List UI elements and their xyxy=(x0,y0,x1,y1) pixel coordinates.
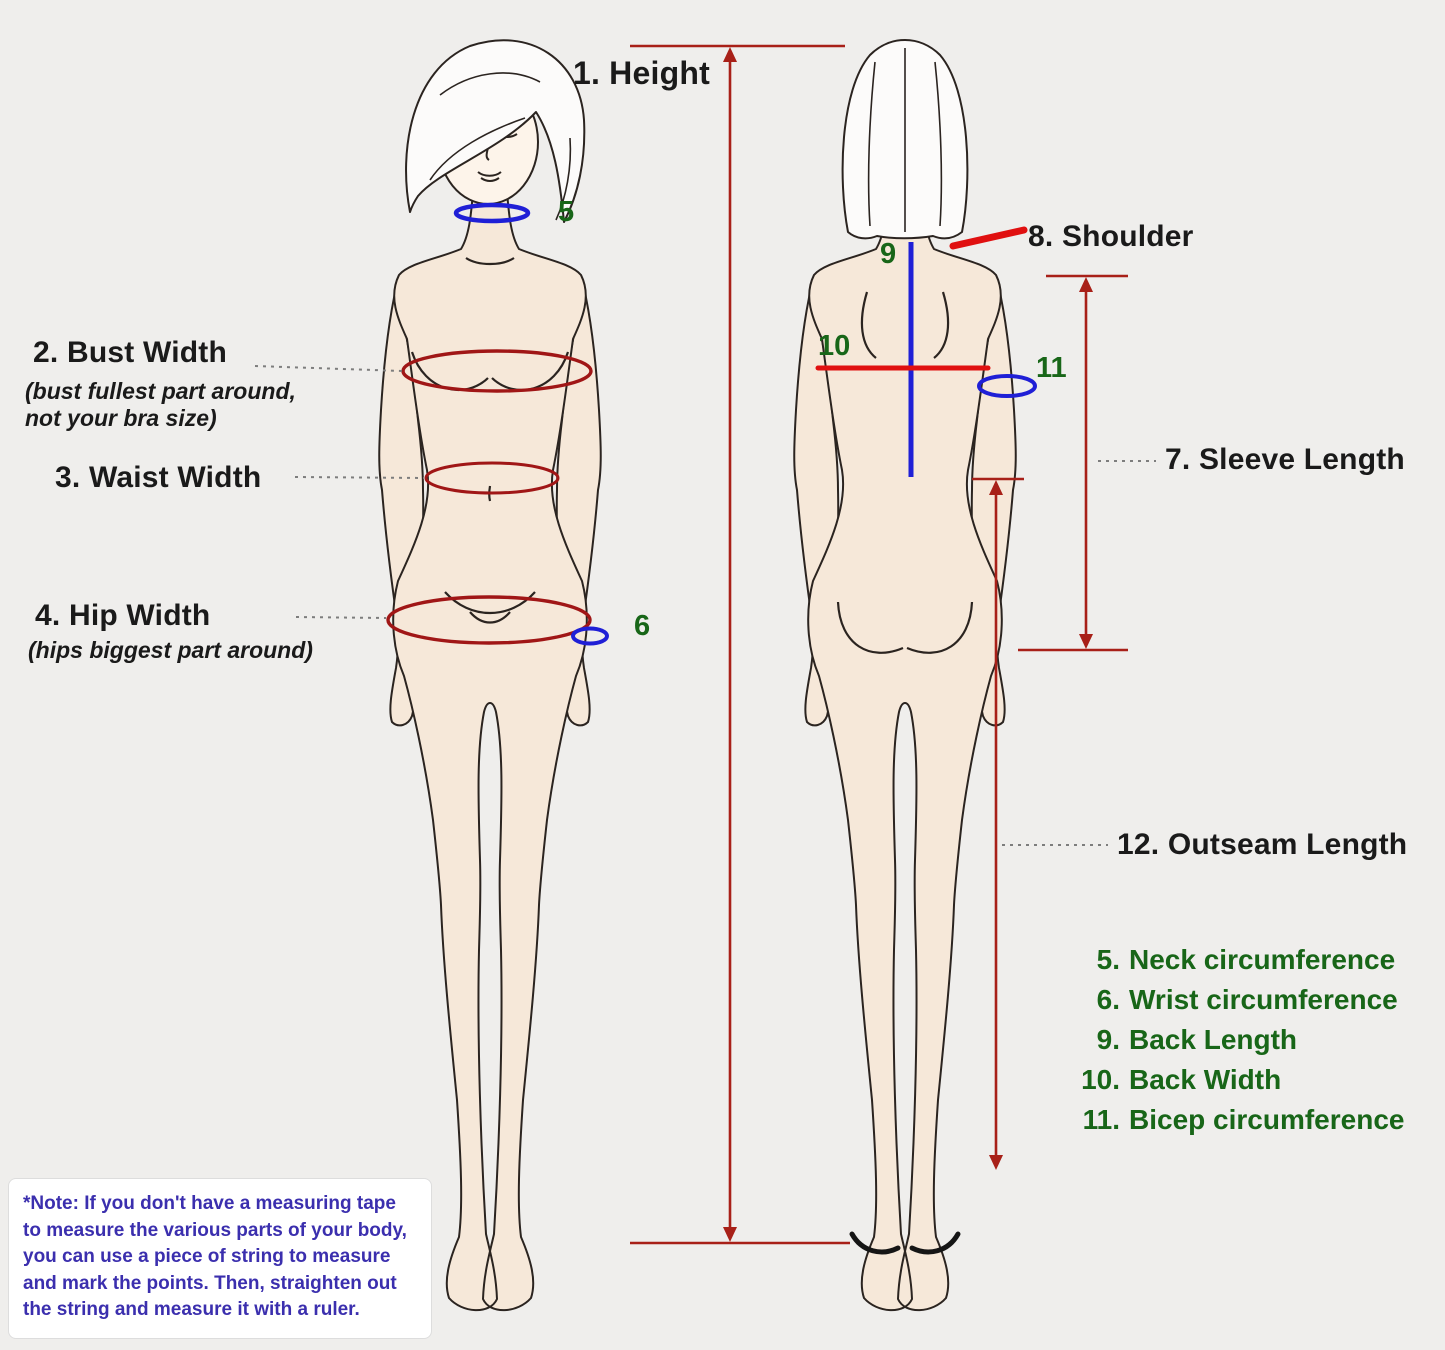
back-body-details xyxy=(836,291,974,654)
height-arrow-up xyxy=(723,47,737,62)
leader-lines xyxy=(254,365,1156,846)
back-hair-strands xyxy=(867,48,943,232)
legend-num: 9. xyxy=(1096,1024,1120,1055)
legend-item-wrist: 6. Wrist circumference xyxy=(1062,980,1404,1020)
legend-num: 6. xyxy=(1096,984,1120,1015)
hip-ellipse xyxy=(386,595,592,645)
back-figure xyxy=(793,39,1017,1312)
legend-item-back-length: 9. Back Length xyxy=(1062,1020,1404,1060)
note-text: *Note: If you don't have a measuring tap… xyxy=(23,1193,407,1321)
front-figure xyxy=(378,39,602,1312)
bicep-ellipse xyxy=(977,374,1037,398)
legend-label: Wrist circumference xyxy=(1129,984,1398,1015)
neck-ellipse xyxy=(453,202,531,224)
bust-width-label: 2. Bust Width xyxy=(33,336,227,369)
bust-width-sublabel: (bust fullest part around, not your bra … xyxy=(25,378,296,432)
legend-item-neck: 5. Neck circumference xyxy=(1062,940,1404,980)
legend-label: Neck circumference xyxy=(1129,944,1396,975)
measurement-legend: 5. Neck circumference 6. Wrist circumfer… xyxy=(1062,940,1404,1140)
hip-width-label: 4. Hip Width xyxy=(35,599,211,632)
waist-width-label: 3. Waist Width xyxy=(55,461,262,494)
note-box: *Note: If you don't have a measuring tap… xyxy=(8,1178,432,1339)
hip-leader xyxy=(295,616,387,619)
front-circumference-marks xyxy=(386,349,593,645)
bicep-marker-number: 11 xyxy=(1036,352,1067,384)
bust-leader xyxy=(254,365,403,372)
sleeve-arrow-down xyxy=(1079,634,1093,649)
back-length-marker-number: 9 xyxy=(880,238,897,270)
legend-item-bicep: 11. Bicep circumference xyxy=(1062,1100,1405,1140)
legend-label: Bicep circumference xyxy=(1129,1104,1405,1135)
legend-num: 11. xyxy=(1082,1104,1120,1135)
legend-num: 10. xyxy=(1081,1064,1120,1095)
wrist-marker-number: 6 xyxy=(634,610,651,642)
outseam-length-label: 12. Outseam Length xyxy=(1117,828,1408,861)
back-body xyxy=(807,191,1003,1312)
shoulder-label: 8. Shoulder xyxy=(1028,220,1194,253)
hip-width-sublabel: (hips biggest part around) xyxy=(28,637,313,663)
sleeve-arrow-up xyxy=(1079,277,1093,292)
waist-ellipse xyxy=(424,461,560,495)
waist-leader xyxy=(294,476,425,479)
sleeve-measure xyxy=(1018,274,1128,652)
outseam-measure xyxy=(972,477,1024,1170)
front-body xyxy=(392,191,588,1312)
legend-item-back-width: 10. Back Width xyxy=(1062,1060,1404,1100)
bust-ellipse xyxy=(401,349,593,393)
front-hair xyxy=(405,39,586,223)
legend-label: Back Length xyxy=(1129,1024,1298,1055)
red-marks xyxy=(815,226,1028,371)
shoulder-line xyxy=(949,226,1028,250)
height-label: 1. Height xyxy=(573,55,710,91)
back-width-marker-number: 10 xyxy=(818,330,851,362)
outseam-arrow-up xyxy=(989,480,1003,495)
neck-marker-number: 5 xyxy=(558,196,575,228)
wrist-ellipse xyxy=(571,626,609,646)
front-hair-strands xyxy=(429,72,572,221)
legend-num: 5. xyxy=(1096,944,1120,975)
sleeve-length-label: 7. Sleeve Length xyxy=(1165,443,1405,476)
height-arrow-down xyxy=(723,1227,737,1242)
outseam-arrow-down xyxy=(989,1155,1003,1170)
back-heel-marks xyxy=(849,1231,961,1255)
height-measure xyxy=(630,44,850,1245)
legend-label: Back Width xyxy=(1129,1064,1282,1095)
blue-marks xyxy=(453,202,1037,646)
